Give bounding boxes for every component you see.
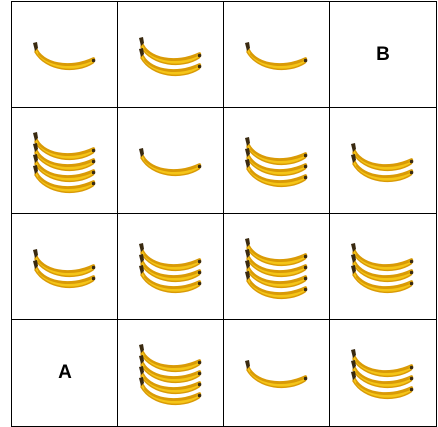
banana-cell[interactable]: [329, 319, 437, 427]
banana-icon: [32, 161, 98, 195]
banana-stack: [32, 38, 98, 72]
banana-cell[interactable]: [223, 319, 331, 427]
banana-stack: [244, 234, 310, 301]
banana-cell[interactable]: [117, 213, 225, 321]
banana-cell[interactable]: [329, 213, 437, 321]
banana-stack: [244, 133, 310, 189]
banana-icon: [244, 267, 310, 301]
banana-stack: [138, 239, 204, 295]
banana-cell[interactable]: [11, 107, 119, 215]
banana-stack: [32, 128, 98, 195]
banana-icon: [32, 256, 98, 290]
banana-stack: [244, 38, 310, 72]
banana-cell[interactable]: [117, 107, 225, 215]
banana-icon: [350, 261, 416, 295]
banana-stack: [138, 340, 204, 407]
banana-stack: [350, 345, 416, 401]
banana-cell[interactable]: [223, 213, 331, 321]
cell-label-a[interactable]: A: [11, 319, 119, 427]
banana-stack: [350, 239, 416, 295]
banana-cell[interactable]: [223, 1, 331, 109]
banana-cell[interactable]: [329, 107, 437, 215]
banana-icon: [244, 155, 310, 189]
banana-icon: [138, 261, 204, 295]
banana-cell[interactable]: [223, 107, 331, 215]
cell-label-text: A: [58, 362, 72, 384]
banana-stack: [350, 139, 416, 184]
banana-stack: [244, 356, 310, 390]
cell-label-b[interactable]: B: [329, 1, 437, 109]
banana-icon: [138, 373, 204, 407]
banana-cell[interactable]: [117, 319, 225, 427]
cell-label-text: B: [376, 44, 390, 66]
banana-icon: [138, 144, 204, 178]
banana-cell[interactable]: [11, 213, 119, 321]
banana-stack: [138, 144, 204, 178]
banana-icon: [350, 150, 416, 184]
banana-cell[interactable]: [11, 1, 119, 109]
banana-stack: [32, 245, 98, 290]
banana-icon: [138, 44, 204, 78]
banana-icon: [350, 367, 416, 401]
banana-icon: [244, 356, 310, 390]
banana-icon: [244, 38, 310, 72]
banana-icon: [32, 38, 98, 72]
banana-cell[interactable]: [117, 1, 225, 109]
banana-stack: [138, 33, 204, 78]
